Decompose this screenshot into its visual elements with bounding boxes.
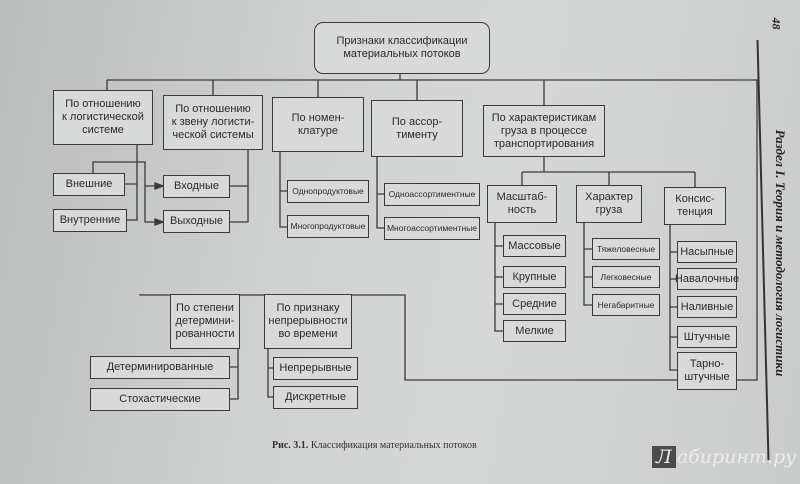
- caption-text: Классификация материальных потоков: [310, 440, 477, 451]
- box-medium: Средние: [503, 293, 566, 315]
- box-single-product: Однопродуктовые: [287, 180, 369, 203]
- box-mass: Массовые: [503, 235, 566, 257]
- box-multi-assortment: Многоассортиментные: [384, 217, 480, 240]
- box-continuity: По признаку непрерывности во времени: [264, 294, 352, 349]
- box-cargo-characteristics: По характеристикам груза в процессе тран…: [483, 105, 605, 157]
- box-logistic-system: По отношению к логистической системе: [53, 90, 153, 145]
- running-head: Раздел I. Теория и методология логистики: [773, 129, 788, 377]
- box-nomenclature: По номен- клатуре: [272, 97, 364, 152]
- box-internal: Внутренние: [53, 209, 127, 232]
- root-classification-box: Признаки классификации материальных пото…: [314, 22, 490, 74]
- box-consistency: Консис- тенция: [664, 187, 726, 225]
- figure-caption: Рис. 3.1. Классификация материальных пот…: [272, 440, 477, 451]
- box-discrete: Дискретные: [273, 386, 358, 409]
- page-number: 48: [769, 17, 784, 30]
- box-stochastic: Стохастические: [90, 388, 230, 411]
- box-heavy: Тяжеловесные: [592, 238, 660, 260]
- box-scale: Масштаб- ность: [487, 185, 557, 223]
- box-cargo-nature: Характер груза: [576, 185, 642, 223]
- box-small: Мелкие: [503, 320, 566, 342]
- box-output: Выходные: [163, 210, 230, 233]
- caption-number: Рис. 3.1.: [272, 440, 309, 451]
- box-deterministic: Детерминированные: [90, 356, 230, 379]
- box-light: Легковесные: [592, 266, 660, 288]
- box-piece: Штучные: [677, 326, 737, 348]
- box-determinism: По степени детермини- рованности: [170, 294, 240, 349]
- box-external: Внешние: [53, 173, 125, 196]
- box-loose: Навалочные: [675, 268, 739, 290]
- box-input: Входные: [163, 175, 230, 198]
- box-single-assortment: Одноассортиментные: [384, 183, 480, 206]
- box-assortment: По ассор- тименту: [371, 100, 463, 157]
- box-logistic-link: По отношению к звену логисти- ческой сис…: [163, 95, 263, 150]
- box-large: Крупные: [503, 266, 566, 288]
- box-bulk: Насыпные: [677, 241, 737, 263]
- box-oversized: Негабаритные: [592, 294, 660, 316]
- box-continuous: Непрерывные: [273, 357, 358, 380]
- box-multi-product: Многопродуктовые: [287, 215, 369, 238]
- box-liquid: Наливные: [677, 296, 737, 318]
- box-packaged-piece: Тарно- штучные: [677, 352, 737, 390]
